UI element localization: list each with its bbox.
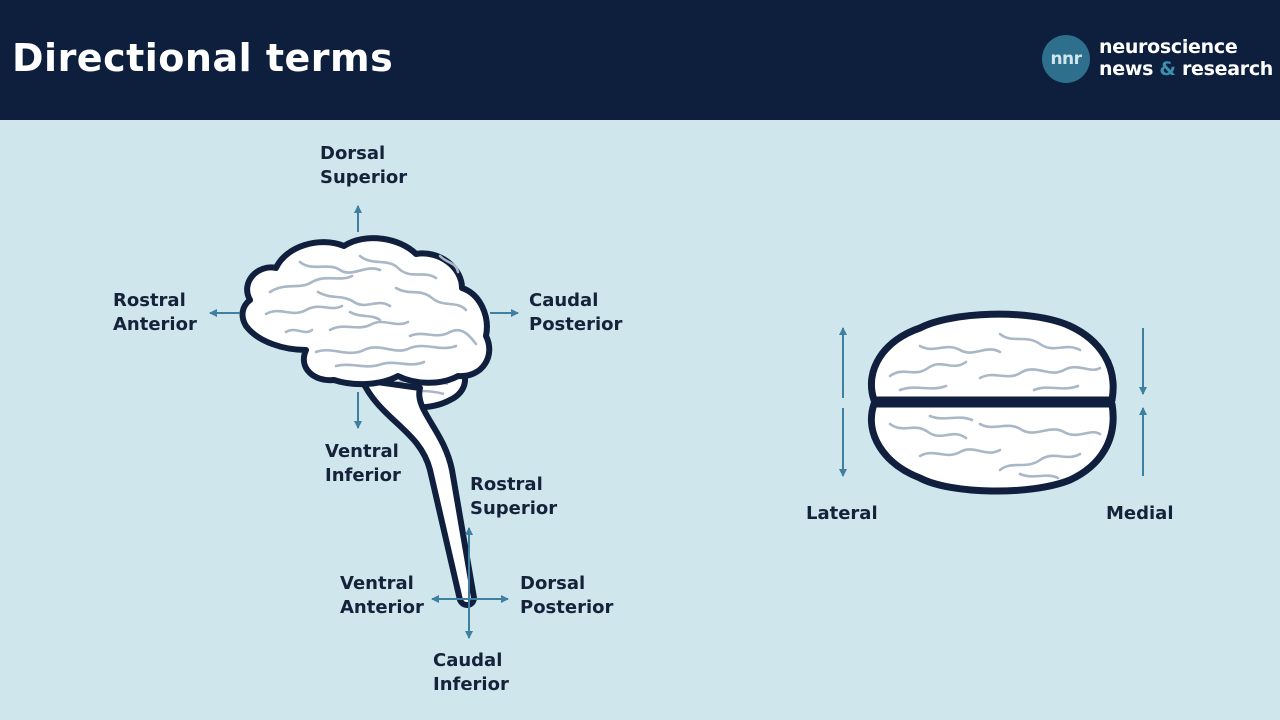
label-line: Rostral — [113, 290, 186, 311]
side-view-arrows — [209, 205, 519, 429]
cerebrum-sulci — [264, 254, 478, 368]
side-view-brain — [239, 235, 493, 608]
label-ventral-anterior: Ventral Anterior — [340, 572, 424, 620]
label-line: Rostral — [470, 474, 543, 495]
label-ventral-inferior: Ventral Inferior — [325, 440, 401, 488]
label-caudal-posterior: Caudal Posterior — [529, 289, 622, 337]
brand-logo: nnr neuroscience news & research — [1042, 34, 1278, 86]
header-bar: Directional terms nnr neuroscience news … — [0, 0, 1280, 120]
top-view-brain — [867, 310, 1117, 495]
label-line: Dorsal — [520, 573, 586, 594]
label-caudal-inferior: Caudal Inferior — [433, 649, 509, 697]
logo-word-research: research — [1175, 58, 1274, 80]
spinal-cord — [359, 377, 477, 608]
label-rostral-anterior: Rostral Anterior — [113, 289, 197, 337]
label-line: Anterior — [340, 597, 424, 618]
label-rostral-superior: Rostral Superior — [470, 473, 557, 521]
label-line: Inferior — [433, 674, 509, 695]
top-view-sulci — [888, 332, 1102, 480]
label-line: Inferior — [325, 465, 401, 486]
top-view-arrows — [839, 327, 1147, 477]
label-medial: Medial — [1106, 503, 1174, 524]
spinal-cord-arrows — [431, 527, 509, 639]
logo-badge-icon: nnr — [1042, 35, 1090, 83]
label-line: Ventral — [325, 441, 399, 462]
label-lateral: Lateral — [806, 503, 878, 524]
label-line: Posterior — [529, 314, 623, 335]
label-line: Posterior — [520, 597, 614, 618]
label-dorsal-superior: Dorsal Superior — [320, 142, 407, 190]
lower-hemisphere — [867, 400, 1117, 495]
logo-line-2: news & research — [1099, 58, 1273, 80]
logo-line-1: neuroscience — [1099, 36, 1238, 58]
label-line: Caudal — [433, 650, 503, 671]
label-line: Ventral — [340, 573, 414, 594]
label-line: Superior — [470, 498, 558, 519]
label-line: Superior — [320, 167, 408, 188]
logo-ampersand: & — [1159, 58, 1176, 80]
logo-word-news: news — [1099, 58, 1160, 80]
label-line: Dorsal — [320, 143, 386, 164]
page-title: Directional terms — [12, 36, 394, 80]
label-dorsal-posterior: Dorsal Posterior — [520, 572, 613, 620]
label-line: Caudal — [529, 290, 599, 311]
label-line: Anterior — [113, 314, 197, 335]
upper-hemisphere — [867, 310, 1117, 404]
